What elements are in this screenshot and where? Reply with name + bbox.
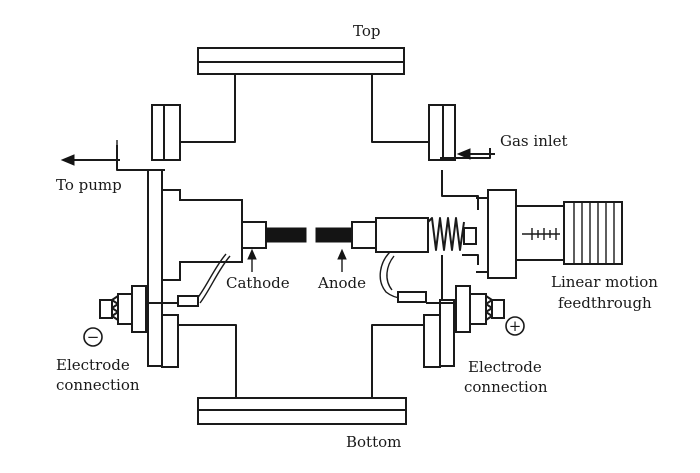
label-to-pump: To pump: [56, 176, 122, 194]
upper-right-flange: [428, 104, 456, 161]
top-flange: [180, 47, 435, 143]
plus-polarity-symbol: +: [505, 316, 525, 336]
left-electrode-connector: [99, 285, 178, 333]
upper-left-flange: [151, 104, 181, 161]
gas-inlet-port: [440, 148, 495, 160]
lower-left-flange: [161, 314, 237, 398]
label-linear-motion-line1: Linear motion: [551, 273, 658, 291]
cathode-holder: [161, 189, 307, 307]
minus-sign: −: [87, 328, 100, 346]
label-top: Top: [353, 22, 380, 40]
label-electrode-right-line2: connection: [464, 378, 548, 396]
right-electrode-connector: [426, 285, 505, 333]
bottom-flange: [197, 397, 407, 425]
label-cathode: Cathode: [226, 274, 290, 292]
chamber-left-wall: [147, 169, 163, 367]
label-electrode-left-line1: Electrode: [56, 356, 130, 374]
label-electrode-left-line2: connection: [56, 376, 140, 394]
minus-polarity-symbol: −: [83, 327, 103, 347]
label-gas-inlet: Gas inlet: [500, 132, 568, 150]
plus-sign: +: [509, 317, 522, 335]
linear-motion-feedthrough: [462, 189, 623, 279]
anode-leader: [337, 248, 347, 272]
anode-assembly: [315, 217, 477, 303]
pump-port: [60, 140, 165, 171]
lower-right-flange: [371, 314, 441, 398]
label-linear-motion-line2: feedthrough: [558, 294, 652, 312]
chamber-right-wall: [439, 170, 462, 367]
label-electrode-right-line1: Electrode: [468, 358, 542, 376]
cathode-leader: [247, 248, 257, 272]
label-anode: Anode: [317, 274, 366, 292]
label-bottom: Bottom: [346, 433, 401, 451]
